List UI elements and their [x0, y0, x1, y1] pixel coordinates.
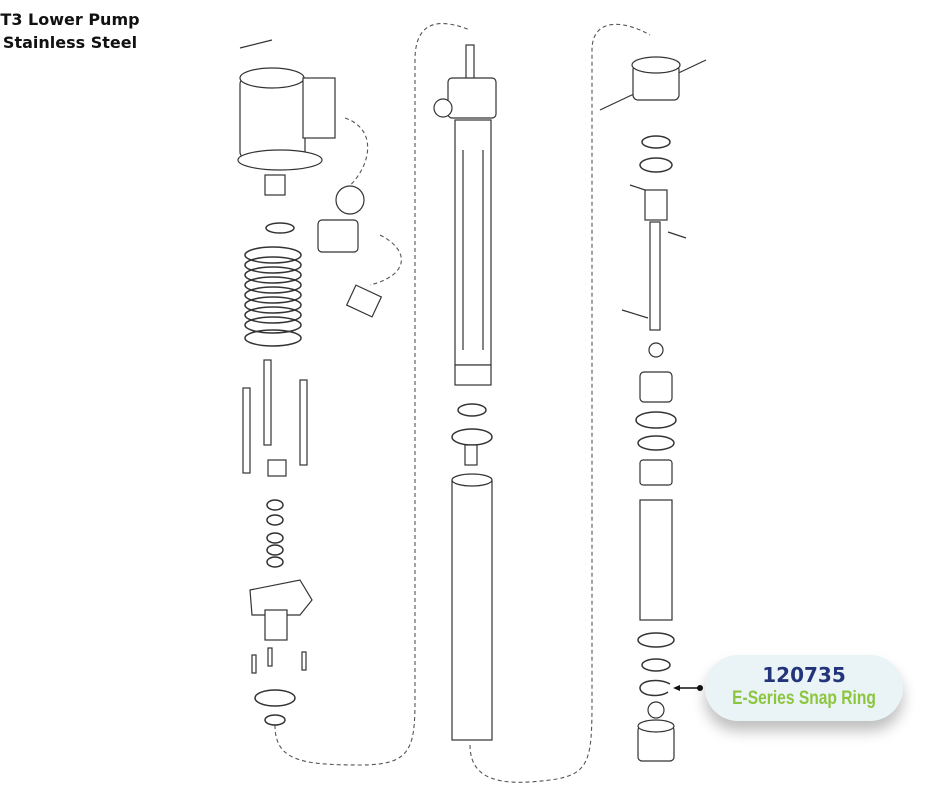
title-line-1: T3 Lower Pump — [0, 10, 140, 29]
callout-part-number: 120735 — [762, 663, 846, 687]
connector-line-gauge — [344, 117, 402, 286]
diagram-title: T3 Lower Pump Stainless Steel — [0, 8, 140, 54]
snap-ring-highlighted — [639, 679, 671, 697]
callout-leader-arrow — [673, 685, 703, 691]
right-column-parts — [599, 56, 707, 762]
part-callout: 120735 E-Series Snap Ring — [705, 655, 903, 721]
middle-column-parts — [433, 44, 497, 741]
left-column-parts — [237, 39, 383, 726]
callout-part-description: E-Series Snap Ring — [732, 688, 876, 709]
spring — [244, 246, 302, 347]
connector-line-right — [469, 23, 651, 783]
title-line-2: Stainless Steel — [2, 33, 138, 52]
connector-line-left — [274, 23, 471, 766]
